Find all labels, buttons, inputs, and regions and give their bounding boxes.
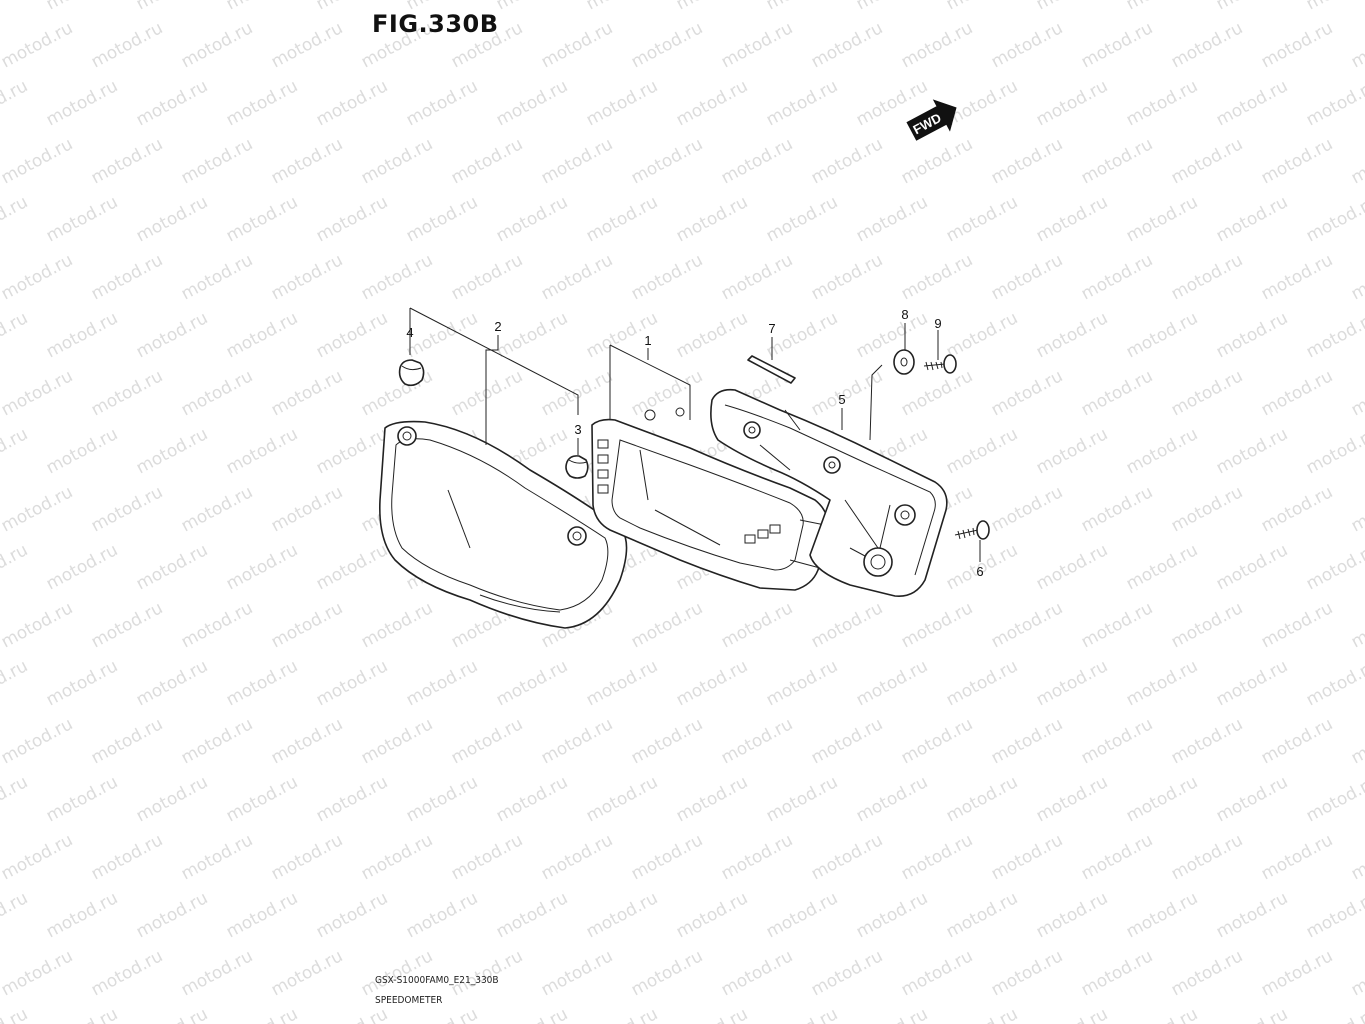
figure-title: FIG.330B	[372, 10, 499, 38]
callout-3: 3	[574, 422, 581, 437]
part-cap-3	[565, 455, 589, 479]
part-front-cover	[378, 420, 628, 629]
callout-5: 5	[838, 392, 845, 407]
callout-1: 1	[644, 333, 651, 348]
figure-code: GSX-S1000FAM0_E21_330B	[375, 975, 499, 986]
part-cap-4	[398, 359, 425, 387]
part-washer-8	[893, 349, 915, 375]
callout-4: 4	[406, 325, 413, 340]
part-rear-case	[710, 388, 948, 597]
callout-2: 2	[494, 319, 501, 334]
callout-8: 8	[901, 307, 908, 322]
callout-numbers: 1 2 3 4 5 6 7 8 9	[406, 307, 983, 579]
leader-lines	[409, 307, 981, 562]
part-screw-9	[923, 354, 957, 374]
part-screw-6	[954, 520, 990, 540]
callout-9: 9	[934, 316, 941, 331]
part-strip-7	[747, 355, 796, 384]
fwd-arrow-icon: FWD	[906, 99, 957, 141]
figure-name: SPEEDOMETER	[375, 995, 443, 1006]
callout-7: 7	[768, 321, 775, 336]
callout-6: 6	[976, 564, 983, 579]
